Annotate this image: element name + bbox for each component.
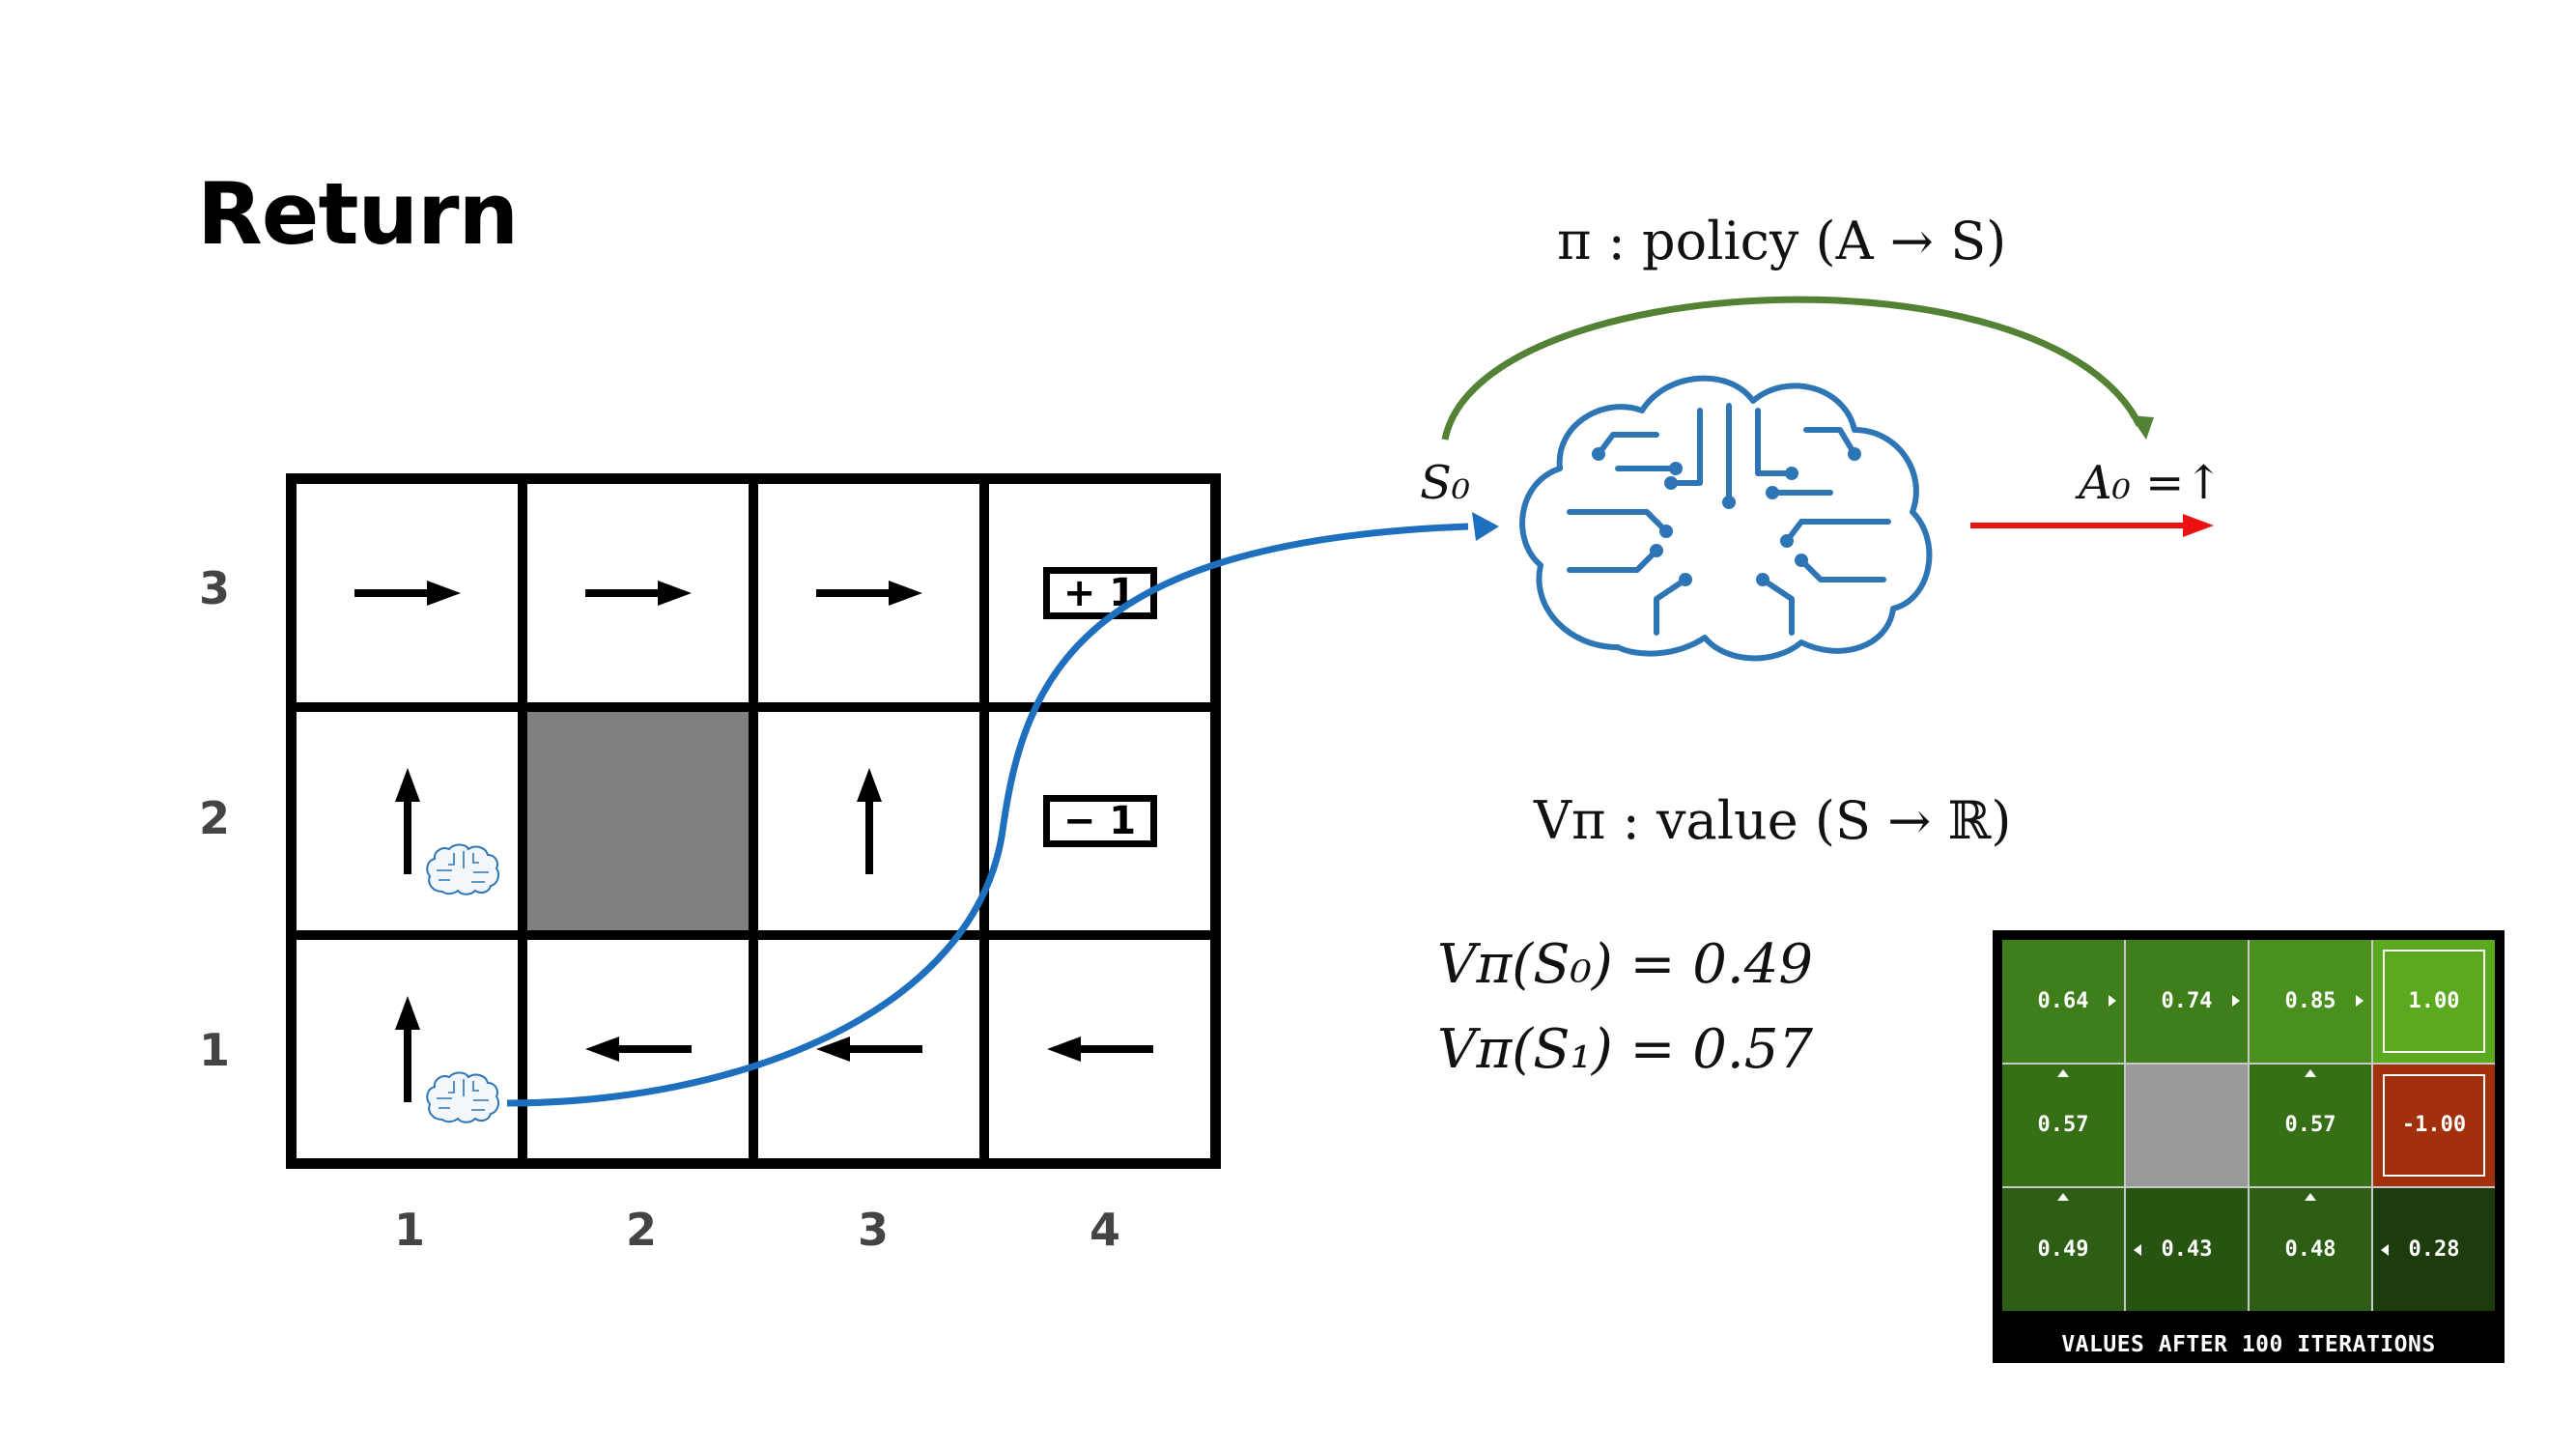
value-text: 0.43 [2161, 1237, 2213, 1263]
value-cell: 0.48 [2250, 1188, 2371, 1311]
policy-arrow-left-icon [1046, 1037, 1153, 1062]
grid-cell [292, 935, 523, 1163]
policy-arrow-up-icon [394, 768, 420, 874]
value-cell: 0.57 [2250, 1064, 2371, 1187]
value-text: 0.28 [2408, 1237, 2460, 1263]
policy-arrow-right-icon [584, 581, 692, 606]
brain-icon [1519, 375, 1933, 662]
action-arrowhead [2183, 514, 2214, 537]
grid-cell [984, 935, 1215, 1163]
policy-up-icon [2305, 1068, 2316, 1077]
policy-up-icon [2057, 1193, 2069, 1202]
value-function-label: Vπ : value (S → ℝ) [1534, 790, 2012, 851]
policy-left-icon [2134, 1243, 2141, 1256]
value-grid-caption: VALUES AFTER 100 ITERATIONS [2061, 1332, 2436, 1357]
policy-arrow-right-icon [815, 581, 922, 606]
policy-right-icon [2356, 995, 2364, 1008]
row-label-2: 2 [199, 792, 231, 844]
value-grid: 0.64 0.74 0.85 1.00 0.57 0.57 -1.00 0.49 0.43 0.4… [2002, 940, 2495, 1311]
row-label-3: 3 [199, 562, 231, 614]
trajectory-arrowhead [1472, 512, 1499, 541]
policy-up-icon [2305, 1193, 2316, 1202]
grid-cell [523, 707, 753, 935]
value-cell: 1.00 [2373, 940, 2495, 1063]
value-text: -1.00 [2401, 1113, 2467, 1138]
slide-title: Return [197, 164, 519, 264]
value-cell: 0.49 [2002, 1188, 2124, 1311]
grid-cell [292, 707, 523, 935]
value-grid-wall [2126, 1064, 2248, 1187]
grid-cell [753, 479, 984, 707]
terminal-box [2383, 1073, 2485, 1178]
policy-arc [1441, 296, 2143, 440]
equation-s1: Vπ(S₁) = 0.57 [1437, 1018, 1813, 1081]
value-cell: 0.85 [2250, 940, 2371, 1063]
policy-left-icon [2381, 1243, 2389, 1256]
trajectory-curve [506, 523, 1469, 1107]
value-cell: 0.28 [2373, 1188, 2495, 1311]
policy-right-icon [2109, 995, 2116, 1008]
terminal-box [2383, 950, 2485, 1053]
policy-arrow-right-icon [354, 581, 461, 606]
policy-arrowhead [2130, 415, 2154, 440]
grid-cell [753, 707, 984, 935]
value-grid-panel: 0.64 0.74 0.85 1.00 0.57 0.57 -1.00 0.49 0.43 0.4… [1993, 930, 2505, 1363]
grid-cell [292, 479, 523, 707]
value-cell: -1.00 [2373, 1064, 2495, 1187]
value-text: 0.64 [2037, 988, 2089, 1013]
row-label-1: 1 [199, 1024, 231, 1076]
policy-label: π : policy (A → S) [1557, 211, 2007, 271]
value-text: 0.48 [2284, 1237, 2336, 1263]
col-label-3: 3 [858, 1204, 890, 1256]
grid-cell [523, 935, 753, 1163]
policy-right-icon [2232, 995, 2240, 1008]
agent-brain-icon [426, 843, 499, 895]
value-text: 0.74 [2161, 988, 2213, 1013]
value-text: 0.57 [2037, 1113, 2089, 1138]
col-label-2: 2 [626, 1204, 658, 1256]
action-label: A₀ =↑ [2079, 456, 2223, 510]
col-label-4: 4 [1090, 1204, 1121, 1256]
agent-brain-icon [426, 1071, 499, 1123]
value-text: 0.49 [2037, 1237, 2089, 1263]
equation-s0: Vπ(S₀) = 0.49 [1437, 933, 1813, 996]
value-text: 0.57 [2284, 1113, 2336, 1138]
policy-up-icon [2057, 1068, 2069, 1077]
value-cell: 0.74 [2126, 940, 2248, 1063]
value-cell: 0.43 [2126, 1188, 2248, 1311]
value-text: 1.00 [2408, 988, 2460, 1013]
policy-arrow-up-icon [394, 996, 420, 1102]
policy-arrow-left-icon [584, 1037, 692, 1062]
terminal-reward-box: − 1 [1042, 795, 1157, 847]
grid-cell: + 1 [984, 479, 1215, 707]
policy-arrow-left-icon [815, 1037, 922, 1062]
policy-arrow-up-icon [856, 768, 882, 874]
value-cell: 0.64 [2002, 940, 2124, 1063]
grid-cell [523, 479, 753, 707]
col-label-1: 1 [394, 1204, 426, 1256]
value-text: 0.85 [2284, 988, 2336, 1013]
value-cell: 0.57 [2002, 1064, 2124, 1187]
state-label: S₀ [1420, 456, 1471, 510]
